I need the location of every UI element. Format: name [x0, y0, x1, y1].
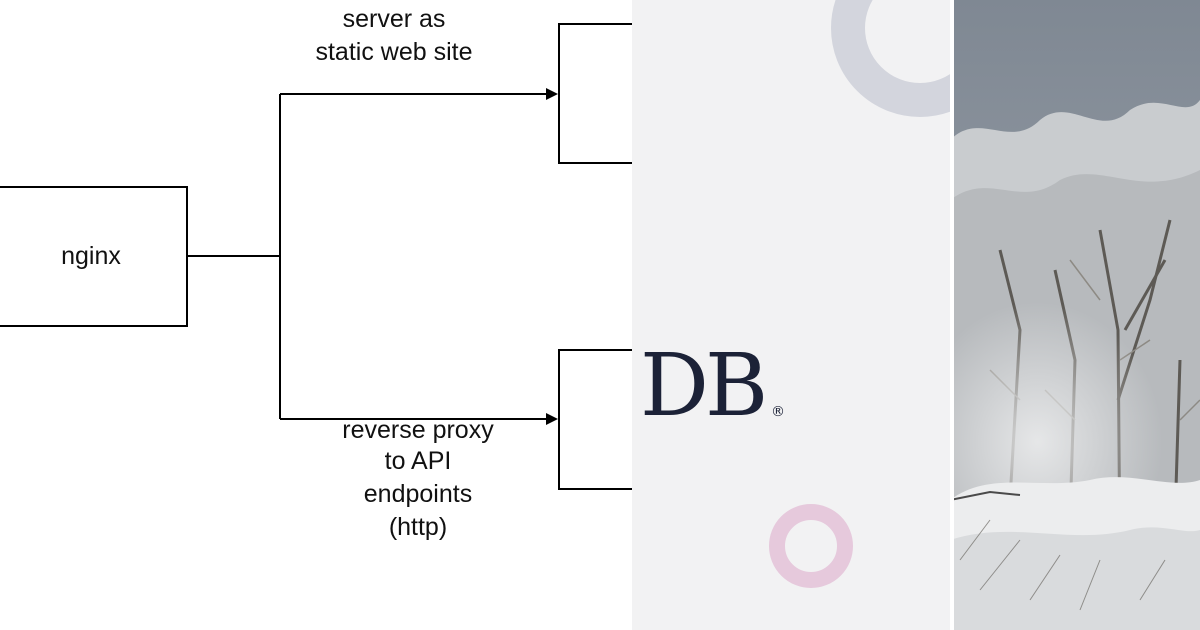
static-site-node: [558, 23, 632, 164]
api-node: [558, 349, 632, 490]
registered-mark: ®: [771, 404, 785, 420]
top-edge-label-line2: static web site: [315, 38, 473, 66]
decorative-rings: [769, 0, 950, 588]
top-edge-label-line1: server as: [342, 5, 446, 33]
bottom-edge-label-line3: endpoints: [363, 480, 473, 508]
pink-ring-icon: [769, 504, 853, 588]
brand-wordmark: DB: [640, 336, 768, 436]
snowy-forest-photo: [950, 0, 1200, 630]
gray-ring-icon: [831, 0, 950, 117]
bottom-edge-label-line4: (http): [388, 513, 448, 541]
nginx-node-label: nginx: [61, 242, 121, 270]
bottom-edge-label-line2: to API: [384, 447, 452, 475]
snowy-forest-image: [950, 0, 1200, 630]
bottom-edge-label-line1: reverse proxy: [342, 416, 494, 444]
nginx-node: nginx: [0, 186, 188, 327]
diagram-panel: nginx server as static web site reverse …: [0, 5, 632, 541]
diagram-connectors: [187, 88, 558, 425]
logo-panel: [632, 0, 950, 630]
panel-gutter: [950, 0, 954, 630]
